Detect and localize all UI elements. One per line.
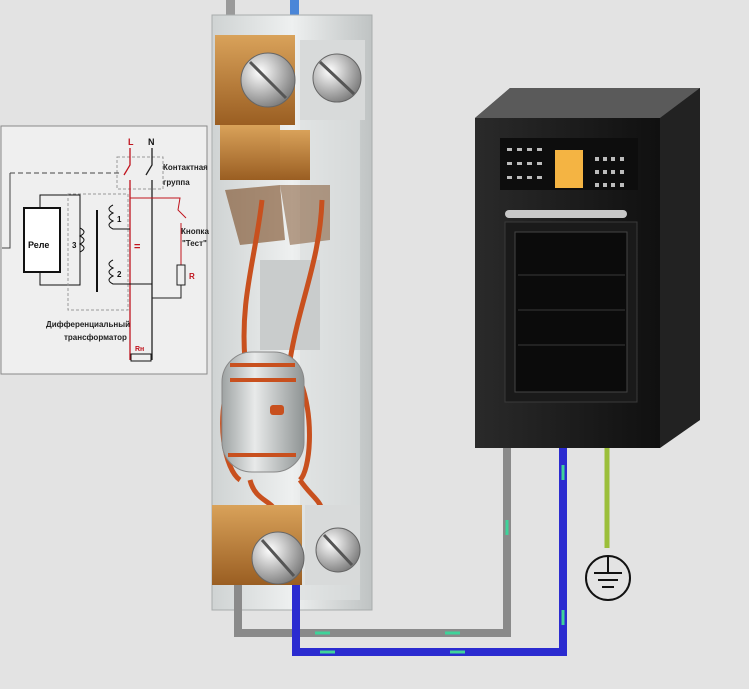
neutral-label: N: [148, 137, 155, 147]
internal-phase-wire: [241, 199, 265, 361]
transformer-label: Дифференциальный: [46, 320, 130, 329]
phase-label: L: [128, 137, 134, 147]
contact-group-label-2: группа: [163, 178, 190, 187]
oven: [475, 88, 700, 448]
svg-text:=: =: [134, 241, 140, 253]
contact-group: [225, 185, 285, 245]
oven-door-handle[interactable]: [505, 210, 627, 218]
relay-label: Реле: [28, 240, 49, 250]
test-button-label: Кнопка: [181, 227, 209, 236]
winding-3-label: 3: [72, 241, 77, 250]
load-resistor-label: Rн: [135, 346, 144, 353]
internal-neutral-wire: [287, 199, 325, 361]
winding-1-label: 1: [117, 215, 122, 224]
neutral-wire-out: [292, 425, 567, 656]
test-button-label-2: "Тест": [182, 239, 207, 248]
oven-display: [555, 150, 583, 188]
contact-group-label: Контактная: [163, 163, 208, 172]
transformer-label-2: трансформатор: [64, 333, 127, 342]
rcd-schematic: L N Контактная группа R Кнопка "Тест" Ре…: [0, 125, 209, 375]
resistor-label: R: [189, 272, 195, 281]
winding-2-label: 2: [117, 270, 122, 279]
rcd-breaker: [211, 14, 373, 611]
relay-box: [23, 207, 61, 273]
ground-icon: [585, 555, 631, 601]
